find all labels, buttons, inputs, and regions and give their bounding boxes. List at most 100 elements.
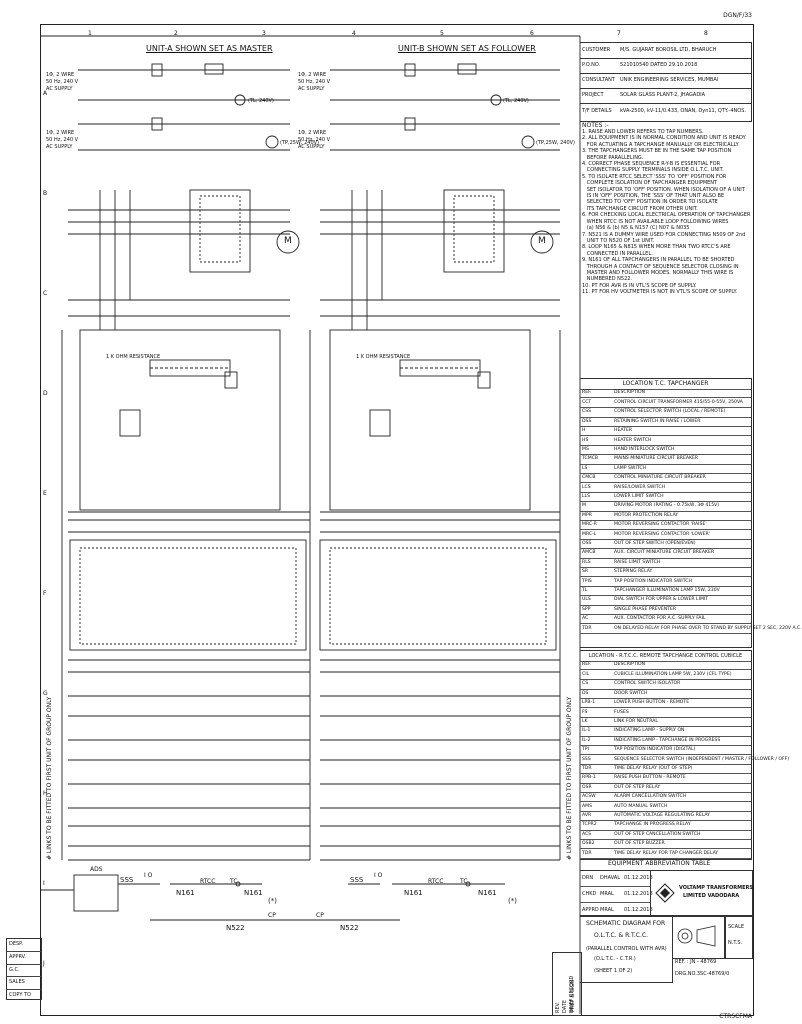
resistance-label-b: 1 K OHM RESISTANCE: [356, 354, 411, 360]
row-desc: OUT OF STEP RELAY: [614, 784, 661, 790]
row-ref: ACS: [582, 831, 592, 837]
column-number: 2: [174, 30, 178, 37]
n161-label: N161: [478, 889, 497, 897]
resistance-label-a: 1 K OHM RESISTANCE: [106, 354, 161, 360]
scale-block: SCALE N.T.S.: [724, 915, 753, 959]
row-desc: INDICATING LAMP - TAPCHANGE IN PROGRESS: [614, 737, 721, 743]
n522-label: N522: [340, 924, 359, 932]
supply-line: AC SUPPLY: [298, 86, 325, 92]
row-desc: MOTOR PROTECTION RELAY: [614, 512, 679, 518]
ref-header: REF.: [582, 662, 592, 667]
row-letter: C: [43, 290, 48, 297]
row-ref: HS: [582, 437, 589, 443]
supply-label-a: 1Φ, 2 WIRE 50 Hz, 240 V AC SUPPLY: [46, 72, 78, 93]
symbol-block: [672, 915, 726, 959]
desc-header: DESCRIPTION: [614, 662, 646, 667]
drawing-title-line: O.L.T.C. & R.T.C.C.: [594, 932, 649, 939]
tc-location-title: LOCATION T.C. TAPCHANGER: [580, 379, 751, 390]
row-ref: DS: [582, 690, 589, 696]
drawing-title-line: (O.L.T.C. - C.T.R.): [594, 956, 636, 962]
motor-b: M: [538, 236, 546, 246]
row-desc: OUT OF STEP SWITCH (OPEN/EVEN): [614, 541, 696, 546]
cp-label: CP: [316, 912, 324, 919]
row-desc: TAPCHANGE IN PROGRESS RELAY: [614, 822, 691, 828]
column-number: 1: [88, 30, 92, 37]
row-desc: AUTOMATIC VOLTAGE REGULATING RELAY: [614, 813, 710, 818]
row-letter: D: [43, 390, 48, 397]
row-ref: OSB2: [582, 841, 595, 847]
revision-block: REV. DATE BRIEF RECORD: [552, 952, 582, 1016]
row-letter: E: [43, 490, 47, 497]
project-info: CUSTOMER M/S. GUJARAT BOROSIL LTD, BHARU…: [580, 42, 752, 122]
row-desc: FUSES: [614, 709, 629, 715]
note-item: WHEN RTCC IS NOT AVAILABLE LOOP FOLLOWIN…: [582, 218, 729, 225]
note-item: ITS TAPCHANGE CIRCUIT FROM OTHER UNIT.: [582, 205, 698, 212]
signoff-name: MRAL: [600, 907, 614, 913]
row-desc: TAP POSITION INDICATOR SWITCH: [614, 578, 692, 584]
note-item: SELECTED TO 'OFF' POSITION IN ORDER TO I…: [582, 199, 718, 206]
row-desc: SINGLE PHASE PREVENTER: [614, 606, 677, 612]
note-item: COMPLETE ISOLATION OF TAPCHANGER EQUIPME…: [582, 180, 718, 187]
row-desc: RAISE/LOWER SWITCH: [614, 484, 665, 490]
row-ref: LPB-1: [582, 700, 596, 706]
info-value: kVA-2500, kV-11/0.433, ONAN, Dyn11, QTY.…: [620, 108, 746, 114]
row-ref: ULS: [582, 597, 591, 603]
row-ref: TPI: [582, 747, 589, 753]
row-desc: LAMP SWITCH: [614, 465, 647, 471]
row-desc: SEQUENCE SELECTOR SWITCH (INDEPENDENT / …: [614, 756, 790, 762]
table-header: REF. DESCRIPTION: [580, 661, 751, 671]
row-ref: TDR: [582, 766, 592, 771]
rtcc-label: RTCC: [200, 878, 216, 885]
schematic-diagram: [40, 35, 581, 1014]
row-desc: TIME DELAY RELAY (OUT OF STEP): [614, 766, 693, 771]
row-desc: ON DELAYED RELAY FOR PHASE OVER TO STAND…: [614, 625, 802, 631]
note-item: CONNECTED IN PARALLEL.: [582, 250, 653, 257]
row-ref: TDR: [582, 850, 592, 856]
row-ref: OSR: [582, 784, 592, 790]
signoff-row: DRN DHAVAL 01.12.2018: [580, 871, 653, 887]
info-label: P.O.NO.: [582, 62, 601, 68]
row-desc: OUT OF STEP CANCELLATION SWITCH: [614, 831, 701, 837]
note-item: CONNECTING SUPPLY TERMINALS INSIDE O.L.T…: [582, 167, 724, 174]
tc-label: TC: [230, 878, 238, 885]
row-letter: H: [43, 790, 48, 797]
cp-label: CP: [268, 912, 276, 919]
row-ref: LLS: [582, 494, 591, 499]
signoff-row: CHKD MRAL 01.12.2018: [580, 887, 653, 903]
supply-line: 1Φ, 2 WIRE: [298, 72, 327, 78]
column-number: 7: [617, 30, 621, 37]
table-row: TCPR2 TAPCHANGE IN PROGRESS RELAY: [580, 821, 751, 831]
n522-label: N522: [226, 924, 245, 932]
row-ref: TCPR2: [582, 822, 597, 828]
company-city: LIMITED VADODARA: [683, 893, 740, 899]
row-ref: CS: [582, 681, 589, 687]
info-value: UNIK ENGINEERING SERVICES, MUMBAI: [620, 77, 719, 83]
row-desc: INDICATING LAMP - SUPPLY ON: [614, 728, 685, 734]
row-ref: TCMCB: [582, 456, 599, 462]
info-label: CONSULTANT: [582, 77, 615, 83]
note-item: 5. TO ISOLATE RTCC SELECT 'SSS' TO 'OFF'…: [582, 173, 727, 180]
column-number: 5: [440, 30, 444, 37]
note-item: 9. N161 OF ALL TAPCHANGERS IN PARALLEL T…: [582, 257, 735, 264]
info-row: CONSULTANT UNIK ENGINEERING SERVICES, MU…: [580, 73, 751, 89]
row-desc: CONTROL MINIATURE CIRCUIT BREAKER: [614, 475, 706, 481]
supply-line: AC SUPPLY: [298, 144, 325, 150]
note-item: BEFORE PARALLELING.: [582, 154, 644, 161]
heater-label-b: (TP,25W, 240V): [536, 140, 576, 146]
column-number: 3: [262, 30, 266, 37]
row-desc: MOTOR REVERSING CONTACTOR 'RAISE': [614, 522, 707, 528]
supply-line: 50 Hz, 240 V: [298, 79, 331, 85]
notes-title: NOTES :-: [582, 122, 609, 129]
row-desc: HEATER SWITCH: [614, 437, 652, 443]
row-ref: DSS: [582, 418, 592, 424]
